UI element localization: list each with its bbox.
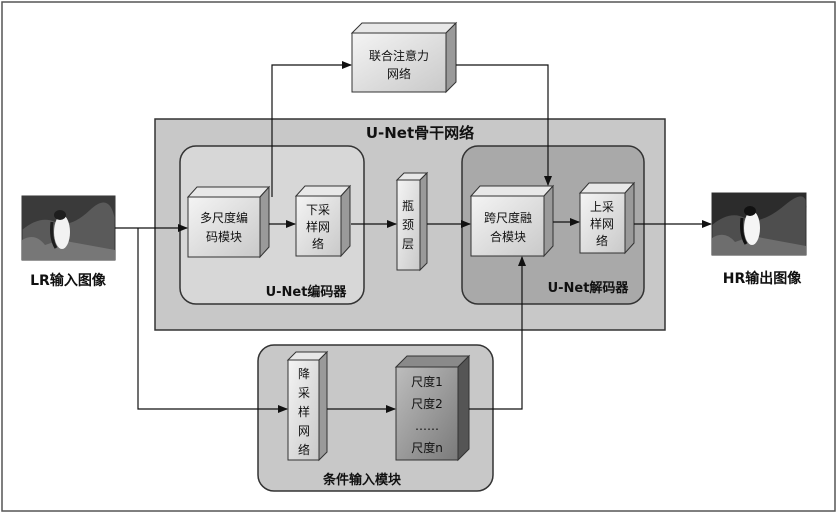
fusion-label-2: 合模块: [490, 229, 526, 244]
enc-down-label-2: 样网: [306, 219, 330, 234]
cond-down-char-1: 降: [298, 367, 310, 381]
scale-n-label: 尺度n: [411, 440, 443, 455]
multiscale-label-2: 码模块: [206, 230, 242, 244]
enc-down-label-3: 络: [312, 236, 324, 251]
cond-down-char-4: 网: [298, 424, 310, 438]
scale-ellipsis: ……: [415, 419, 439, 433]
cond-down-char-3: 样: [298, 404, 310, 419]
bottleneck-block: 瓶 颈 层: [395, 171, 429, 272]
connectors: [115, 61, 712, 413]
attention-label-1: 联合注意力: [369, 48, 429, 63]
cond-down-char-2: 采: [298, 386, 310, 400]
multiscale-label-1: 多尺度编: [200, 210, 248, 225]
upsample-block: 上采 样网 络: [578, 181, 636, 255]
multiscale-encoding-block: 多尺度编 码模块: [186, 185, 271, 259]
arrow-input-to-condition: [137, 228, 288, 413]
arrow-attention-to-fusion: [456, 64, 552, 186]
attention-label-2: 网络: [387, 66, 411, 81]
condition-title: 条件输入模块: [323, 472, 402, 488]
arrow-scales-to-fusion: [469, 256, 526, 410]
arrow-encoder-to-attention: [271, 61, 352, 197]
hr-output-image: [711, 192, 807, 256]
encoder-title: U-Net编码器: [266, 284, 348, 300]
up-label-3: 络: [596, 233, 608, 248]
lr-input-image: [21, 195, 116, 261]
cross-scale-fusion-block: 跨尺度融 合模块: [469, 184, 555, 258]
cond-down-char-5: 络: [298, 442, 310, 457]
backbone-title: U-Net骨干网络: [366, 124, 474, 142]
up-label-1: 上采: [590, 200, 614, 214]
hr-output-label: HR输出图像: [723, 270, 802, 287]
bottleneck-char-2: 颈: [402, 218, 414, 232]
scale-1-label: 尺度1: [411, 374, 443, 389]
encoder-downsample-block: 下采 样网 络: [294, 184, 352, 258]
multi-scale-stack-block: 尺度1 尺度2 …… 尺度n: [394, 354, 471, 462]
bottleneck-char-3: 层: [402, 237, 414, 251]
fusion-label-1: 跨尺度融: [484, 210, 532, 225]
condition-downsample-block: 降 采 样 网 络: [286, 350, 329, 462]
enc-down-label-1: 下采: [306, 203, 330, 217]
scale-2-label: 尺度2: [411, 396, 443, 411]
lr-input-label: LR输入图像: [30, 272, 107, 289]
attention-network-block: 联合注意力 网络: [350, 21, 458, 94]
up-label-2: 样网: [590, 216, 614, 231]
bottleneck-char-1: 瓶: [402, 199, 414, 213]
decoder-title: U-Net解码器: [548, 280, 630, 296]
